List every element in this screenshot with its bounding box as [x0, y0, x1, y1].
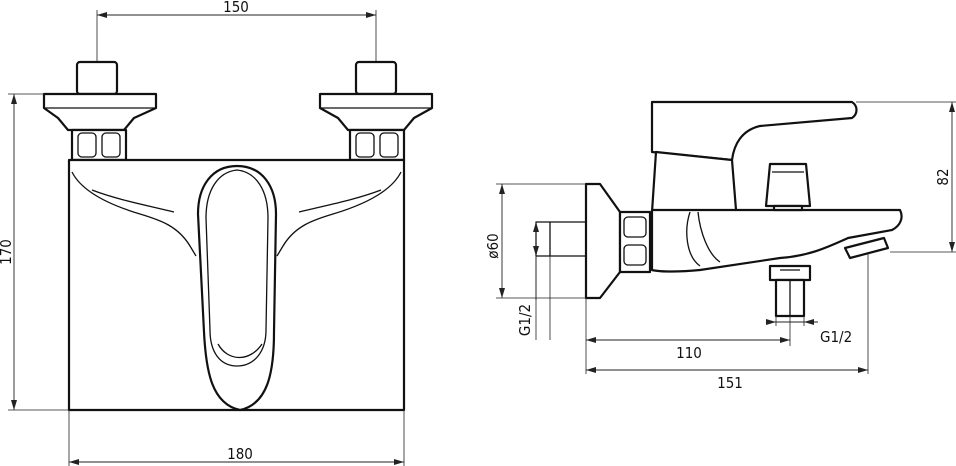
dim-depth-total: 151: [586, 252, 869, 392]
thread-label-outlet: G1/2: [820, 328, 852, 346]
left-connector: [42, 60, 158, 162]
mixer-body-side: [650, 100, 903, 273]
dim-thread-wall: G1/2: [516, 222, 551, 340]
dim-height-side: 82: [856, 101, 956, 253]
dim-label-151: 151: [717, 374, 743, 392]
dim-flange-diameter: ø60: [484, 183, 586, 299]
outlet-connector: [768, 264, 812, 318]
dim-label-o60: ø60: [484, 233, 502, 258]
mixer-body-front: [67, 158, 406, 412]
wall-flange: [535, 182, 652, 300]
dim-label-150: 150: [223, 0, 249, 16]
right-connector: [318, 60, 434, 162]
dim-thread-outlet: G1/2: [766, 316, 852, 346]
dim-depth-inlet: 110: [585, 298, 791, 374]
dim-label-180: 180: [227, 445, 253, 463]
side-view: ø60 G1/2 G1/2 110: [484, 100, 956, 392]
dim-label-170: 170: [0, 239, 15, 265]
dim-width-front: 180: [68, 410, 405, 466]
dim-top-spacing: 150: [96, 0, 377, 62]
thread-label-wall: G1/2: [516, 304, 534, 336]
dim-label-110: 110: [676, 344, 702, 362]
dim-label-82: 82: [934, 168, 952, 185]
dim-height-front: 170: [0, 93, 69, 411]
front-view: 150: [0, 0, 434, 466]
